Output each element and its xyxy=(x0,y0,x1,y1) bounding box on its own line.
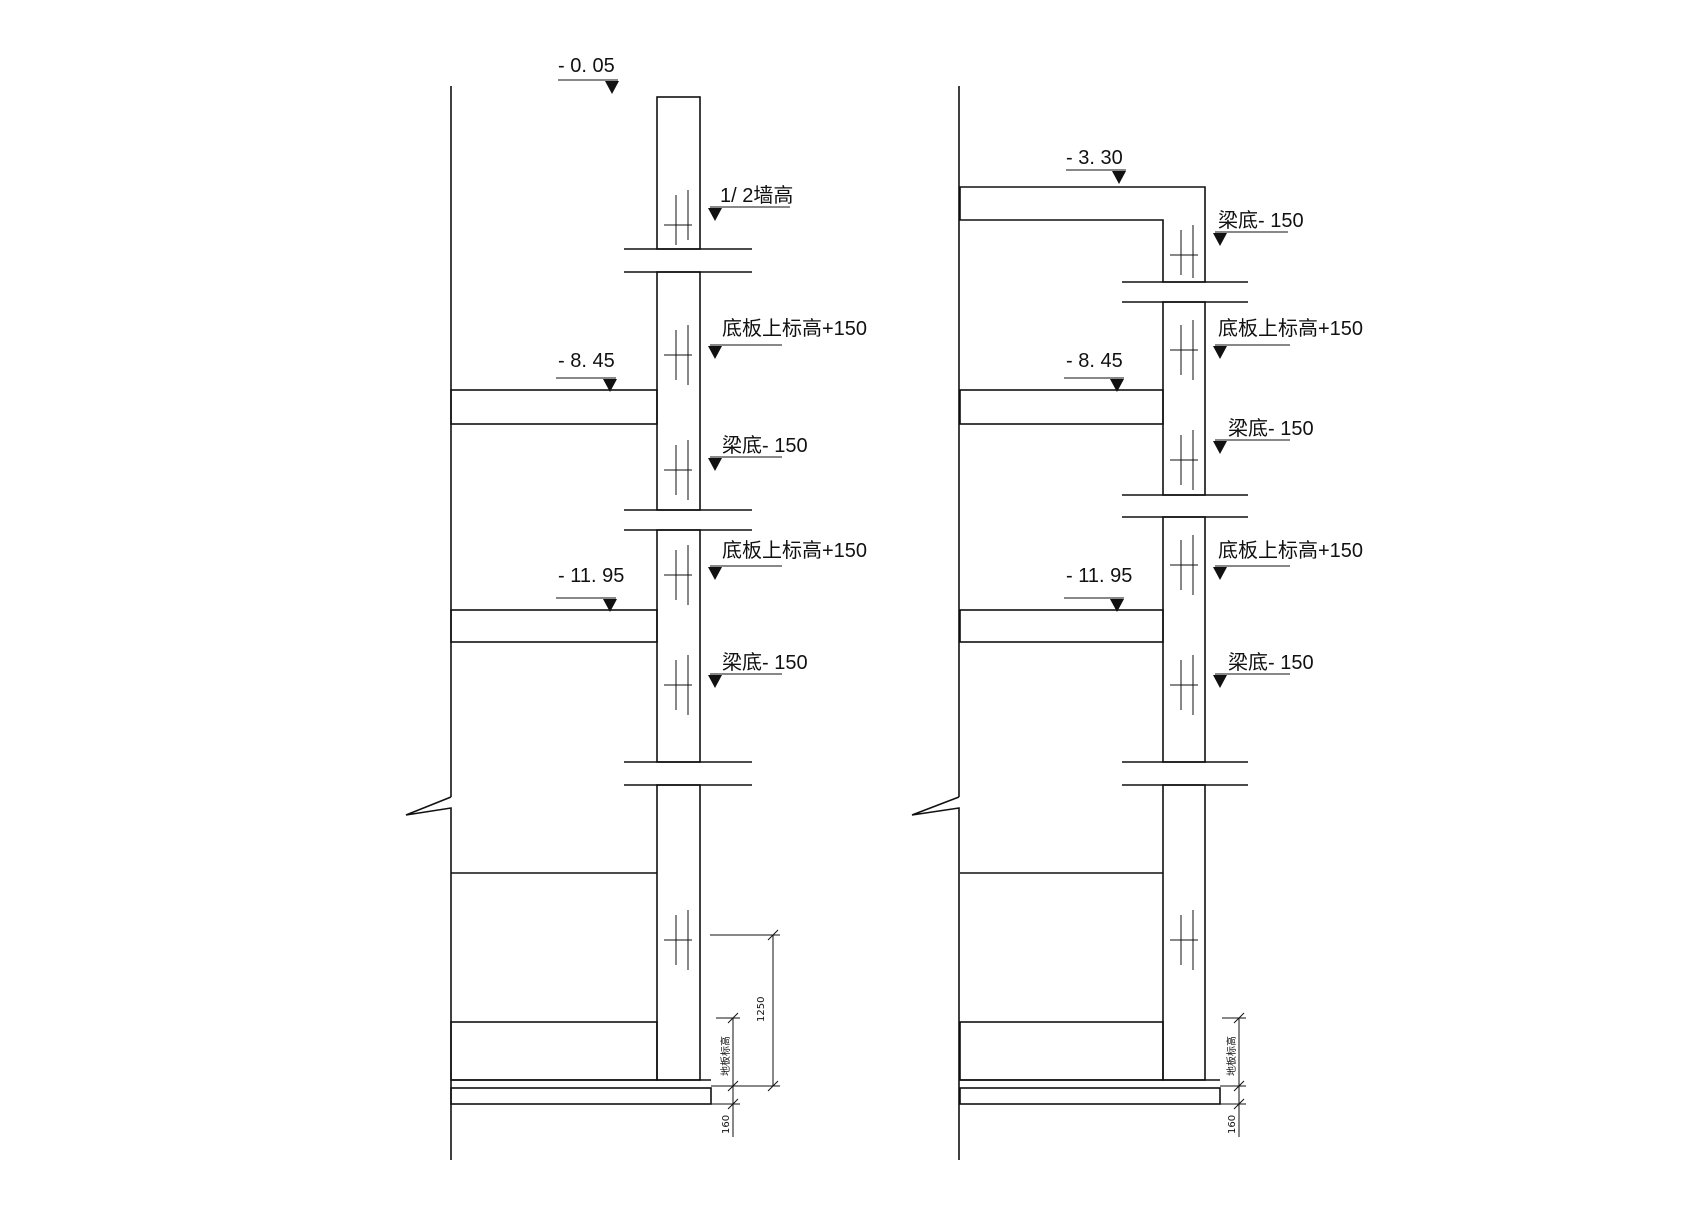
elevation-mark-top: - 3. 30 xyxy=(1066,147,1126,184)
slab xyxy=(450,389,658,425)
elevation-mark-slab-2: 底板上标高+150 xyxy=(708,539,867,580)
elevation-mark-half-wall: 1/ 2墙高 xyxy=(708,184,793,221)
base-slab xyxy=(450,1021,658,1081)
elevation-label: - 3. 30 xyxy=(1066,147,1123,169)
elevation-label: - 11. 95 xyxy=(1066,565,1132,587)
wall-segment xyxy=(656,96,701,250)
dimension-lines xyxy=(710,929,780,1137)
slab-above-label: 底板上标高+150 xyxy=(722,539,867,562)
slab-above-label: 底板上标高+150 xyxy=(722,317,867,340)
wall-segment xyxy=(656,784,701,1081)
half-wall-label: 1/ 2墙高 xyxy=(720,184,793,207)
elevation-mark-level-2: - 8. 45 xyxy=(1064,350,1124,392)
gravel-cushion xyxy=(450,1087,712,1105)
elevation-mark-level-3: - 11. 95 xyxy=(556,565,624,612)
elevation-mark-beam-0: 梁底- 150 xyxy=(1213,209,1304,246)
floor-level-label: 地板标高 xyxy=(719,1036,732,1076)
slab-above-label: 底板上标高+150 xyxy=(1218,539,1363,562)
beam-bottom-label: 梁底- 150 xyxy=(1228,651,1314,674)
right-section: - 3. 30 梁底- 150 底板上标高+150 - 8. 45 梁底- 15… xyxy=(911,86,1363,1160)
elevation-mark-beam-1: 梁底- 150 xyxy=(1213,417,1314,454)
slab xyxy=(959,389,1164,425)
gravel-cushion xyxy=(959,1087,1221,1105)
elevation-mark-beam-2: 梁底- 150 xyxy=(708,651,808,688)
elevation-mark-beam-1: 梁底- 150 xyxy=(708,434,808,471)
slab xyxy=(450,609,658,643)
wall-segment xyxy=(1162,301,1206,496)
beam-bottom-label: 梁底- 150 xyxy=(1218,209,1304,232)
base-slab xyxy=(959,1021,1164,1081)
dimension-160: 160 xyxy=(1227,1115,1238,1134)
floor-level-label: 地板标高 xyxy=(1225,1036,1238,1076)
elevation-label: - 8. 45 xyxy=(1066,350,1123,372)
break-line xyxy=(405,796,452,1160)
rebar-marks xyxy=(664,190,692,970)
wall-segment xyxy=(1162,784,1206,1081)
elevation-mark-level-3: - 11. 95 xyxy=(1064,565,1132,612)
beam-bottom-label: 梁底- 150 xyxy=(722,651,808,674)
dimension-lines xyxy=(1220,1012,1246,1137)
dimension-160: 160 xyxy=(721,1115,732,1134)
wall-segment xyxy=(656,529,701,763)
rebar-marks xyxy=(1170,225,1198,970)
left-section: - 0. 05 1/ 2墙高 底板上标高+150 - 8. 45 梁底- 150… xyxy=(405,55,867,1160)
wall-segment xyxy=(656,271,701,511)
dimension-1250: 1250 xyxy=(756,997,767,1022)
slab xyxy=(959,609,1164,643)
elevation-label: - 11. 95 xyxy=(558,565,624,587)
elevation-label: - 0. 05 xyxy=(558,55,615,77)
wall-segment xyxy=(1162,516,1206,763)
slab-above-label: 底板上标高+150 xyxy=(1218,317,1363,340)
elevation-mark-top: - 0. 05 xyxy=(558,55,619,94)
elevation-mark-slab-1: 底板上标高+150 xyxy=(1213,317,1363,359)
beam-bottom-label: 梁底- 150 xyxy=(1228,417,1314,440)
elevation-mark-slab-1: 底板上标高+150 xyxy=(708,317,867,359)
beam-bottom-label: 梁底- 150 xyxy=(722,434,808,457)
break-line xyxy=(911,796,960,1160)
elevation-mark-beam-2: 梁底- 150 xyxy=(1213,651,1314,688)
elevation-mark-level-2: - 8. 45 xyxy=(556,350,617,392)
elevation-mark-slab-2: 底板上标高+150 xyxy=(1213,539,1363,580)
top-slab xyxy=(959,186,1206,283)
elevation-label: - 8. 45 xyxy=(558,350,615,372)
